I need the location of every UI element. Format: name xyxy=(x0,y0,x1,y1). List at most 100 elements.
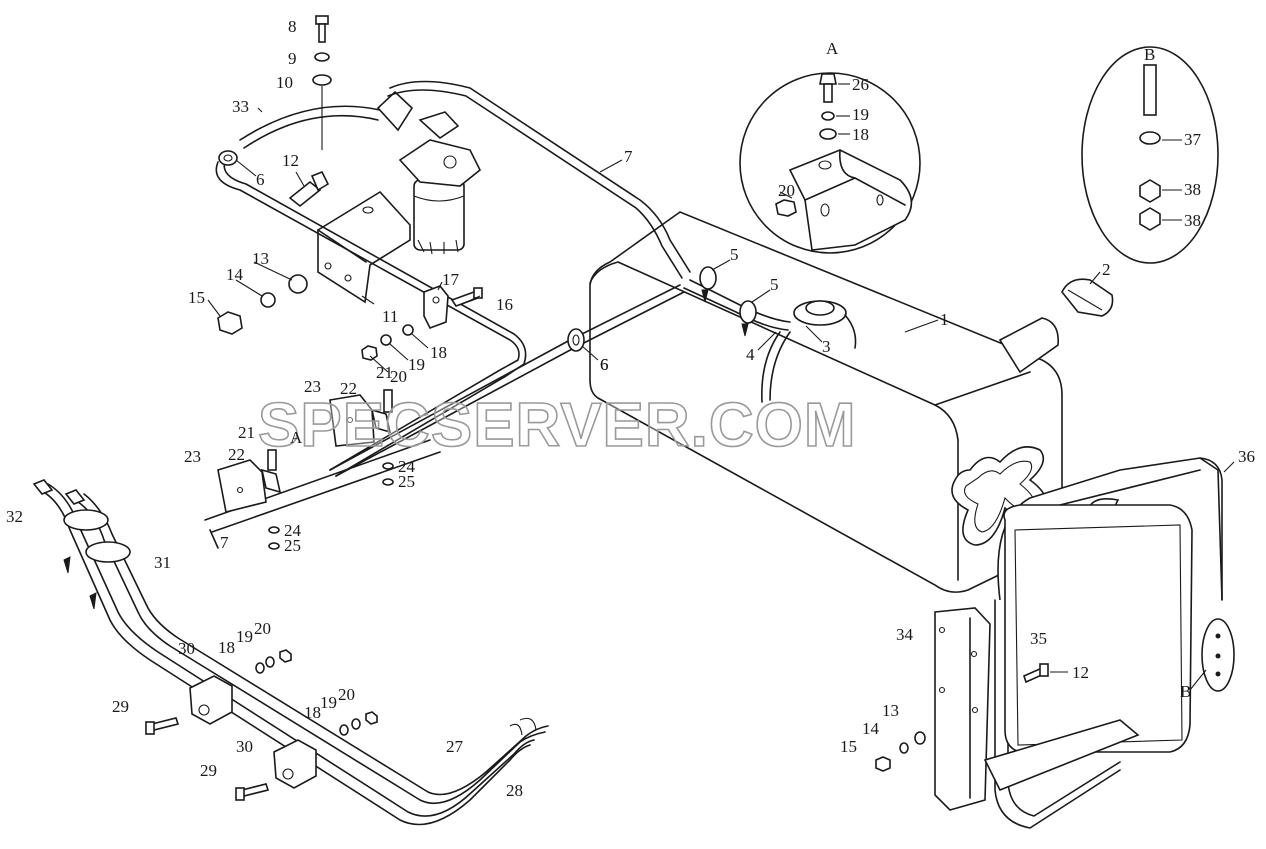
callout: 10 xyxy=(276,73,293,92)
callout: 25 xyxy=(284,536,301,555)
callout: 19 xyxy=(236,627,253,646)
pipe-clip xyxy=(370,408,392,434)
callout: 3 xyxy=(822,337,831,356)
detail-ref-a: A xyxy=(290,428,303,447)
callout: 8 xyxy=(288,17,297,36)
hose-clamp xyxy=(739,300,757,337)
callout: 30 xyxy=(236,737,253,756)
flat-washer xyxy=(339,724,349,736)
hose-clamp xyxy=(63,509,131,610)
callout: 5 xyxy=(730,245,739,264)
callout: 19 xyxy=(320,693,337,712)
callout: 5 xyxy=(770,275,779,294)
callout: 13 xyxy=(882,701,899,720)
detail-view-a xyxy=(739,72,921,254)
callout: 12 xyxy=(1072,663,1089,682)
callout: 25 xyxy=(398,472,415,491)
lock-washer xyxy=(314,52,330,62)
bolt xyxy=(145,717,180,735)
callout: 19 xyxy=(852,105,869,124)
clamp-block xyxy=(273,739,317,789)
callout: 6 xyxy=(256,170,265,189)
lock-washer xyxy=(899,742,909,754)
callout: 22 xyxy=(228,445,245,464)
callout: 38 xyxy=(1184,180,1201,199)
callout: 4 xyxy=(746,345,755,364)
fuel-filter-bracket xyxy=(317,190,411,304)
callout: 20 xyxy=(338,685,355,704)
flat-washer xyxy=(382,462,394,470)
hex-nut xyxy=(875,756,891,772)
callout-labels: A B A B 1 2 3 4 5 5 6 6 6 7 7 8 9 10 11 … xyxy=(6,17,1255,800)
callout: 14 xyxy=(226,265,244,284)
grommet xyxy=(567,328,585,352)
callout: 24 xyxy=(284,521,302,540)
callout: 20 xyxy=(254,619,271,638)
callout: 37 xyxy=(1184,130,1202,149)
callout: 9 xyxy=(288,49,297,68)
mounting-bracket xyxy=(329,394,375,447)
hex-nut xyxy=(382,478,394,486)
callout: 29 xyxy=(112,697,129,716)
callout: 27 xyxy=(446,737,464,756)
clamp-block xyxy=(423,285,449,330)
hex-nut xyxy=(1139,207,1161,231)
callout: 7 xyxy=(624,147,633,166)
callout: 13 xyxy=(252,249,269,268)
lock-washer xyxy=(351,718,361,730)
lock-washer xyxy=(265,656,275,668)
callout: 21 xyxy=(376,363,393,382)
detail-ref-b: B xyxy=(1180,682,1191,701)
callout: 14 xyxy=(862,719,880,738)
flat-washer xyxy=(268,526,280,534)
bolt xyxy=(315,15,329,43)
hex-nut xyxy=(268,542,280,550)
grommet xyxy=(218,150,238,166)
flat-washer xyxy=(288,274,308,294)
flat-washer xyxy=(312,74,332,86)
detail-leaders xyxy=(779,83,1235,691)
callout: 7 xyxy=(220,533,229,552)
callout: 16 xyxy=(496,295,513,314)
callout: 18 xyxy=(218,638,235,657)
hex-nut xyxy=(1139,179,1161,203)
bolt xyxy=(819,73,837,85)
callout: 33 xyxy=(232,97,249,116)
hose-clamp xyxy=(699,266,717,303)
callout: 18 xyxy=(430,343,447,362)
callout: 15 xyxy=(188,288,205,307)
callout: 32 xyxy=(6,507,23,526)
fuel-cap xyxy=(1061,278,1114,317)
hose-end xyxy=(64,489,86,505)
lock-washer xyxy=(821,111,835,121)
flat-washer xyxy=(819,128,837,140)
callout: 12 xyxy=(282,151,299,170)
callout: 18 xyxy=(304,703,321,722)
hex-nut xyxy=(361,345,378,361)
callout: 34 xyxy=(896,625,914,644)
callout: 26 xyxy=(852,75,869,94)
callout: 29 xyxy=(200,761,217,780)
callout: 22 xyxy=(340,379,357,398)
pipe-clip xyxy=(260,468,282,494)
callout: 6 xyxy=(600,355,609,374)
callout: 23 xyxy=(304,377,321,396)
callout: 18 xyxy=(852,125,869,144)
detail-label-b: B xyxy=(1144,45,1155,64)
hex-nut xyxy=(217,311,243,335)
watermark: SPECSERVER.COM xyxy=(258,391,857,460)
mounting-bracket xyxy=(217,459,267,513)
callout: 20 xyxy=(390,367,407,386)
leader-lines xyxy=(207,107,1101,373)
bolt xyxy=(267,449,277,471)
bolt xyxy=(288,170,330,208)
callout: 20 xyxy=(778,181,795,200)
hex-nut xyxy=(775,199,797,217)
detail-label-a: A xyxy=(826,39,839,58)
strap-insulator xyxy=(1003,504,1193,753)
callout: 28 xyxy=(506,781,523,800)
bolt xyxy=(450,287,483,307)
callout: 6 xyxy=(600,355,609,374)
fuel-tank xyxy=(589,211,1063,593)
hex-nut xyxy=(365,711,378,725)
